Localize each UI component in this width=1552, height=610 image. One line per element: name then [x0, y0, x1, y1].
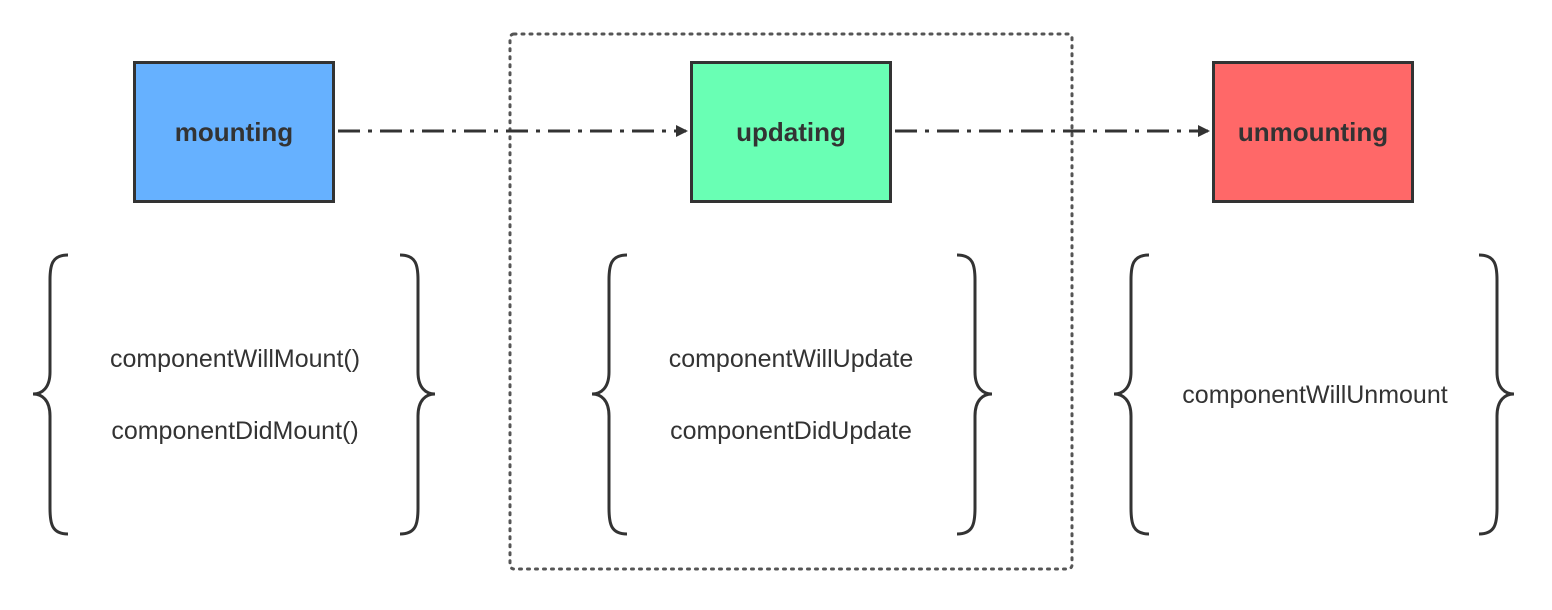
updating-highlight-frame — [508, 32, 1074, 571]
method-component-did-mount: componentDidMount() — [111, 417, 359, 445]
right-brace-unmounting — [1478, 253, 1515, 536]
right-brace-mounting — [399, 253, 436, 536]
stage-box-updating: updating — [690, 61, 892, 203]
stage-box-mounting: mounting — [133, 61, 335, 203]
left-brace-updating — [591, 253, 628, 536]
left-brace-mounting — [32, 253, 69, 536]
stage-label-updating: updating — [736, 116, 846, 147]
method-component-did-update: componentDidUpdate — [670, 417, 912, 445]
method-group-updating: componentWillUpdate componentDidUpdate — [616, 290, 966, 500]
stage-label-mounting: mounting — [174, 116, 294, 147]
method-group-mounting: componentWillMount() componentDidMount() — [60, 290, 410, 500]
method-component-will-unmount: componentWillUnmount — [1182, 381, 1448, 409]
method-component-will-update: componentWillUpdate — [668, 345, 914, 373]
right-brace-updating — [956, 253, 993, 536]
stage-box-unmounting: unmounting — [1212, 61, 1414, 203]
left-brace-unmounting — [1113, 253, 1150, 536]
method-group-unmounting: componentWillUnmount — [1140, 290, 1490, 500]
stage-label-unmounting: unmounting — [1237, 116, 1389, 147]
method-component-will-mount: componentWillMount() — [109, 345, 361, 373]
